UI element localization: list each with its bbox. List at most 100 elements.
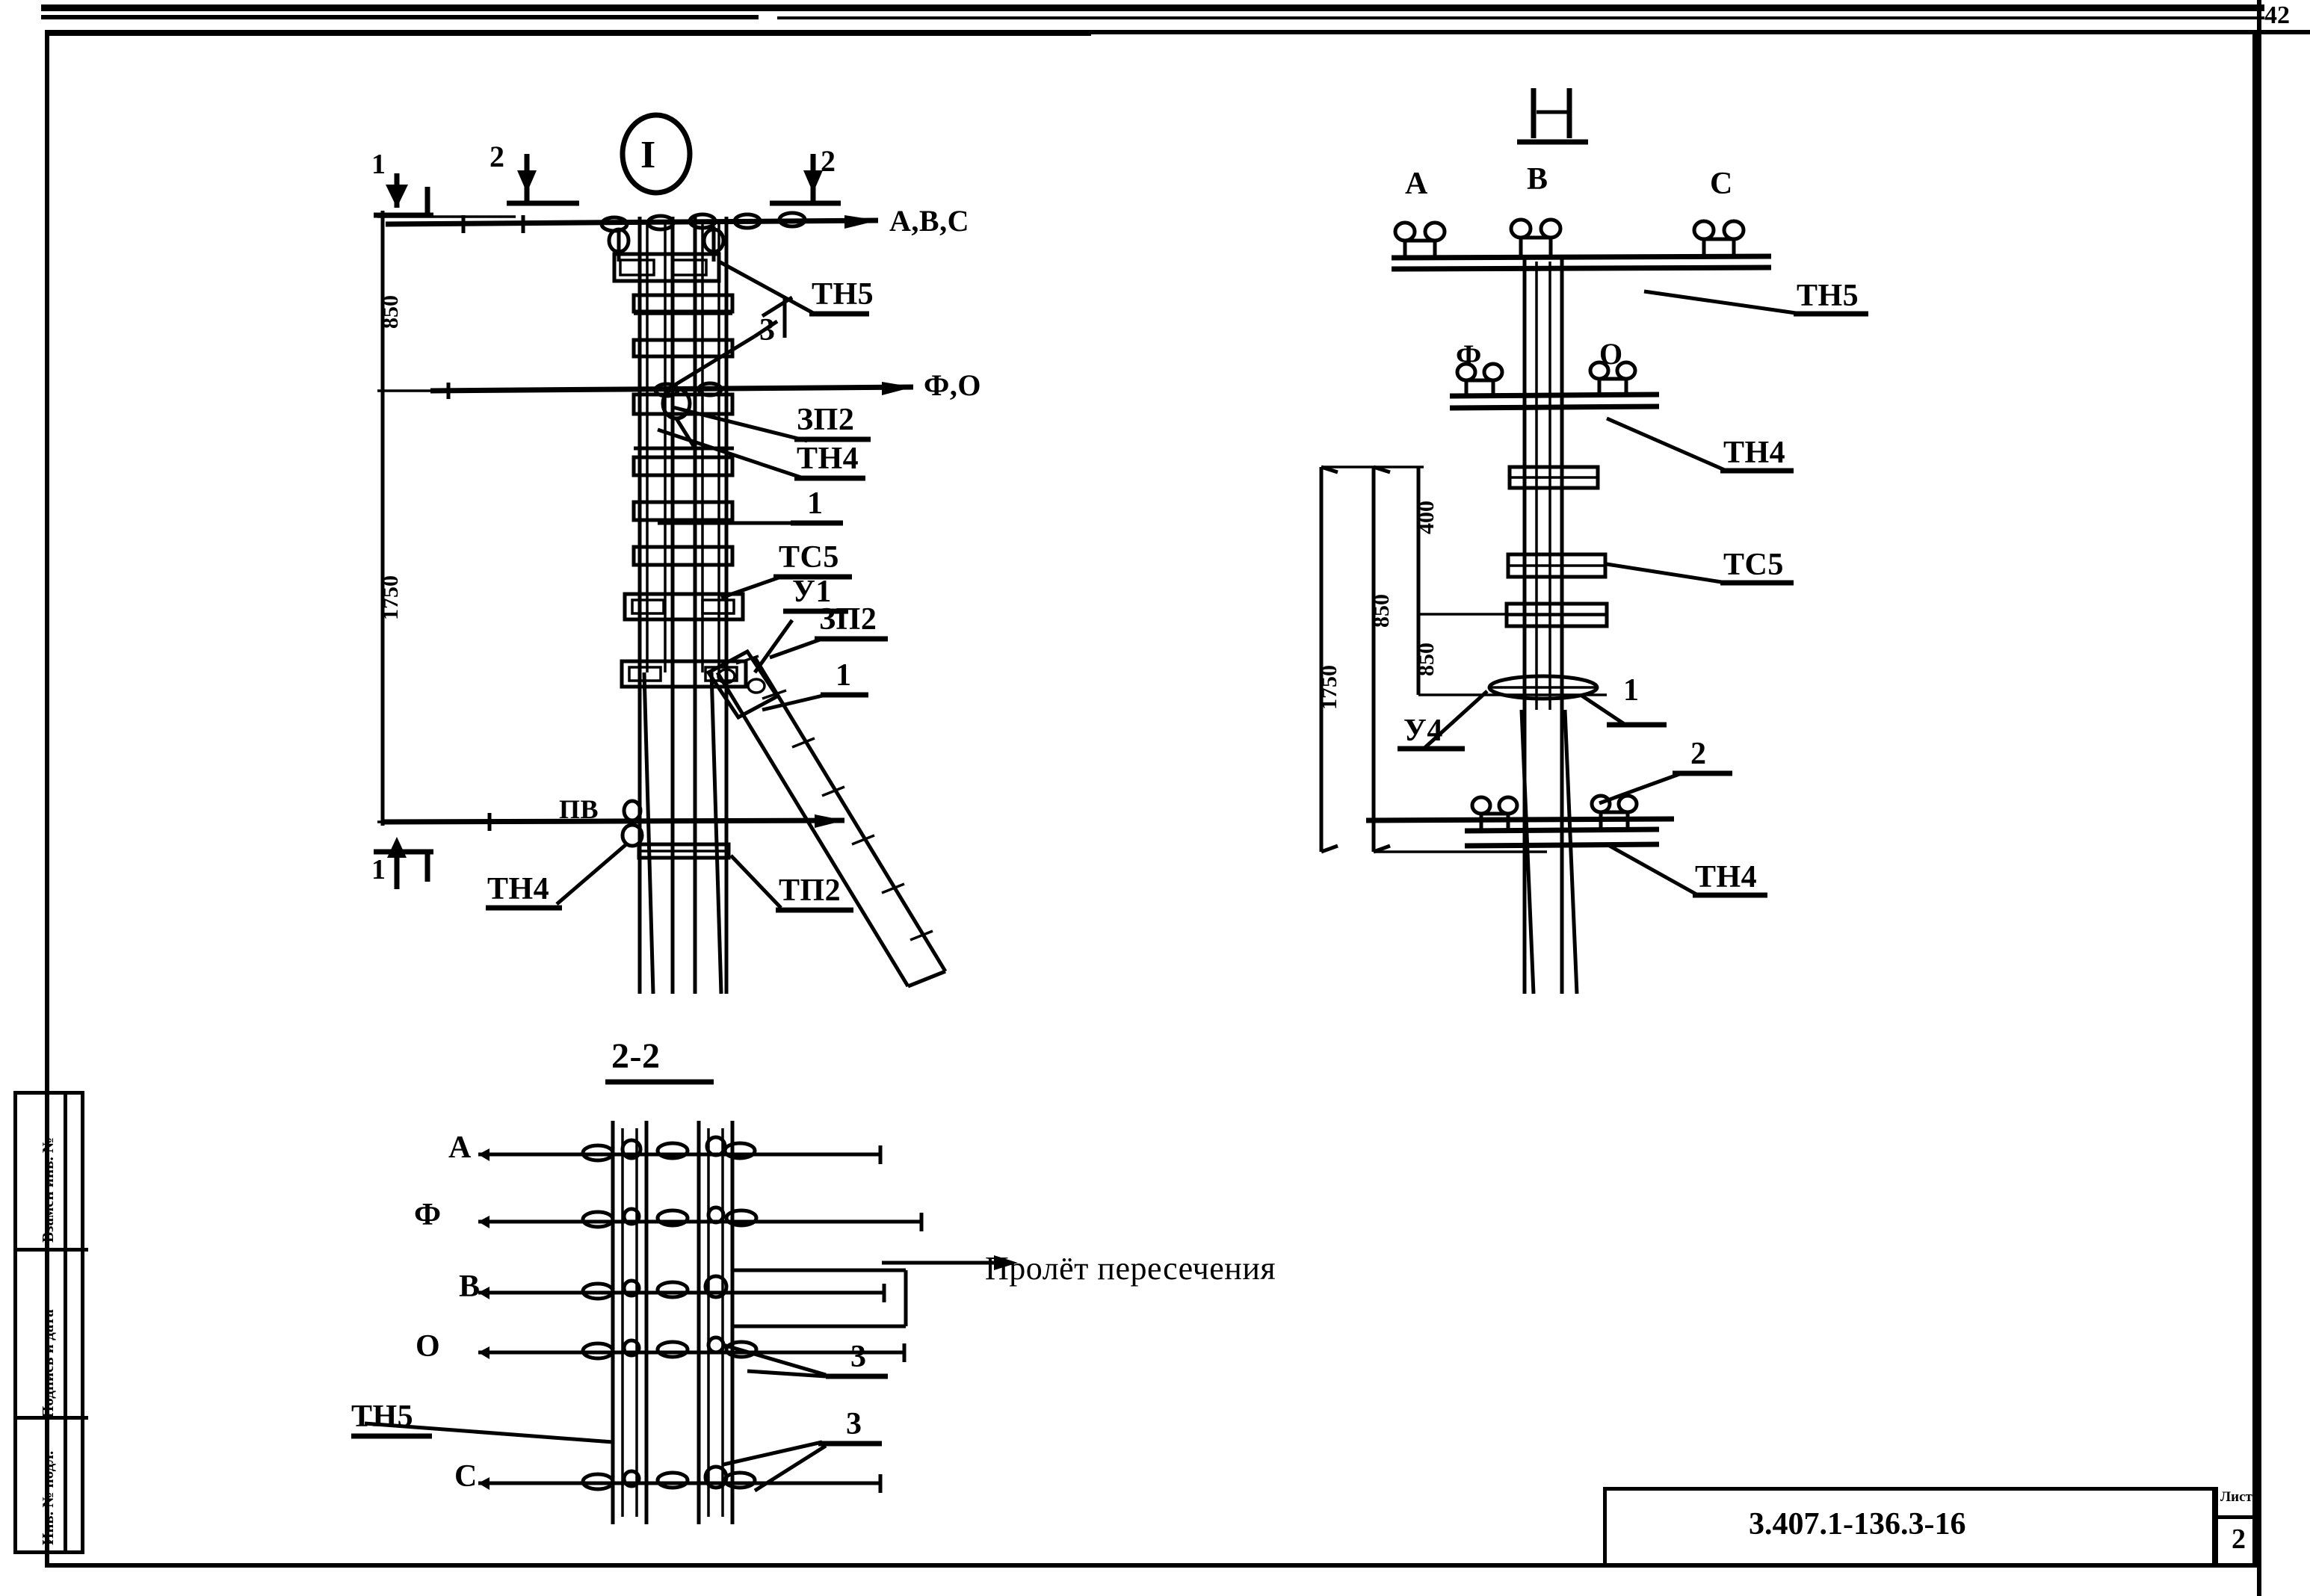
strip-cell-vzamen bbox=[17, 1095, 88, 1252]
section-mark-1-bottom bbox=[374, 837, 433, 889]
s11-leader-tn4-bottom bbox=[1605, 842, 1699, 897]
s11-dim-850-inner: 850 bbox=[1414, 643, 1439, 676]
strut-fitting bbox=[705, 649, 780, 720]
main-dim-lower: 1750 bbox=[378, 575, 403, 620]
s11-bottom-insulators bbox=[1470, 794, 1639, 831]
s11-callout-u4: У4 bbox=[1403, 714, 1443, 748]
clamp-ts5 bbox=[623, 592, 745, 622]
s22-phase-o: О bbox=[416, 1329, 441, 1364]
s22-callout-3-lower: 3 bbox=[846, 1407, 862, 1441]
leader-zp2-upper bbox=[672, 405, 808, 443]
crossarm-pv bbox=[382, 817, 845, 825]
main-callout-1-lower: 1 bbox=[836, 658, 852, 693]
left-title-strip bbox=[13, 1091, 88, 1554]
sheet-top-rule-1 bbox=[41, 4, 2264, 11]
s11-leader-tn5 bbox=[1643, 289, 1802, 316]
s11-dim-400: 400 bbox=[1414, 501, 1439, 534]
s22-callout-3-upper: 3 bbox=[850, 1340, 867, 1374]
sheet-frame-top-notch bbox=[45, 30, 1091, 36]
view-i-title: I bbox=[640, 134, 656, 176]
s22-phase-c: С bbox=[454, 1459, 478, 1494]
s11-callout-tn4-upper: ТН4 bbox=[1723, 436, 1786, 470]
main-callout-zp2-upper: ЗП2 bbox=[797, 403, 855, 437]
s22-conductors bbox=[478, 1152, 923, 1485]
leader-zp2-lower bbox=[769, 637, 823, 660]
s11-callout-tn5: ТН5 bbox=[1797, 279, 1859, 313]
s11-callout-ts5: ТС5 bbox=[1723, 548, 1784, 582]
s22-leader-3-lower bbox=[723, 1440, 823, 1467]
view-i-circle bbox=[620, 112, 693, 196]
s11-callout-tn4-lower: ТН4 bbox=[1695, 860, 1758, 894]
top-bracket bbox=[607, 226, 726, 283]
leader-1-lower bbox=[762, 693, 827, 712]
main-mark-2-right: 2 bbox=[821, 144, 836, 178]
main-label-pv: ПВ bbox=[559, 794, 599, 824]
s11-phase-f: Ф bbox=[1456, 338, 1482, 372]
s11-phase-a: А bbox=[1405, 167, 1428, 201]
main-callout-tp2: ТП2 bbox=[779, 873, 841, 908]
s22-insulators bbox=[581, 1141, 759, 1491]
leader-tn4-upper bbox=[657, 427, 804, 480]
pv-insulators bbox=[620, 799, 644, 848]
sheet-label: Лист bbox=[2220, 1489, 2252, 1505]
s11-dim-1750: 1750 bbox=[1317, 665, 1341, 710]
main-callout-u1: У1 bbox=[792, 575, 832, 609]
s11-callout-1: 1 bbox=[1623, 673, 1640, 708]
section-2-2-title: 2-2 bbox=[611, 1036, 661, 1076]
s11-crossarm-top bbox=[1391, 253, 1772, 261]
title-block-divider bbox=[2214, 1487, 2218, 1568]
main-mark-2-left: 2 bbox=[490, 140, 505, 173]
main-callout-3-upper: 3 bbox=[759, 313, 776, 347]
leader-3 bbox=[667, 334, 756, 391]
s11-phase-b: В bbox=[1527, 162, 1548, 197]
leader-tn4-bottom bbox=[555, 843, 628, 906]
s11-phase-c: С bbox=[1710, 167, 1733, 201]
pole-bands-mid bbox=[631, 455, 735, 567]
s11-clamps bbox=[1487, 465, 1609, 701]
s22-leader-3-upper bbox=[723, 1343, 827, 1377]
leader-u1 bbox=[753, 619, 794, 674]
s22-phase-b: В bbox=[459, 1269, 481, 1304]
insulators-top bbox=[599, 211, 807, 233]
crossarm-top bbox=[385, 217, 879, 227]
leader-ts5 bbox=[720, 575, 782, 600]
s11-fo-insulators bbox=[1455, 360, 1637, 396]
main-callout-ts5: ТС5 bbox=[779, 540, 839, 575]
main-dim-upper: 850 bbox=[378, 295, 403, 329]
s11-top-insulators bbox=[1393, 217, 1746, 257]
main-callout-zp2-lower: ЗП2 bbox=[819, 602, 877, 637]
s11-crossarm-bottom bbox=[1365, 816, 1675, 823]
s22-leader-tn5 bbox=[364, 1421, 614, 1444]
main-phases-abc: А,В,С bbox=[889, 204, 969, 238]
section-mark-2-left bbox=[507, 154, 579, 206]
page-number-column bbox=[2257, 0, 2310, 1596]
main-callout-tn4-bottom: ТН4 bbox=[487, 872, 550, 906]
main-callout-tn5: ТН5 bbox=[812, 277, 874, 312]
s22-callout-tn5: ТН5 bbox=[351, 1399, 414, 1434]
s22-node-circles bbox=[620, 1135, 729, 1490]
strip-divider bbox=[64, 1095, 67, 1550]
section-1-1-title-marks bbox=[1517, 88, 1588, 145]
sheet-top-rule-3 bbox=[777, 16, 2264, 19]
s11-dim-850-outer: 850 bbox=[1369, 594, 1394, 628]
title-block bbox=[1603, 1487, 2216, 1568]
sheet-frame bbox=[45, 30, 2257, 1568]
leader-tn5 bbox=[717, 259, 816, 316]
page-number: 42 bbox=[2264, 1, 2290, 29]
s11-leader-2 bbox=[1599, 771, 1682, 805]
sheet-number: 2 bbox=[2232, 1524, 2246, 1555]
main-mark-1-bottom: 1 bbox=[371, 854, 386, 885]
page-number-box bbox=[2257, 0, 2310, 34]
s22-phase-a: А bbox=[448, 1130, 472, 1165]
main-callout-tn4-upper: ТН4 bbox=[797, 442, 859, 476]
s11-leader-ts5 bbox=[1606, 562, 1727, 585]
s11-phase-o: О bbox=[1599, 337, 1623, 371]
s22-note-text: Пролёт пересечения bbox=[985, 1250, 1276, 1287]
s11-leader-1 bbox=[1579, 693, 1627, 727]
main-mark-1-left: 1 bbox=[371, 149, 386, 180]
pole-bands-upper bbox=[631, 293, 735, 359]
drawing-number: 3.407.1-136.3-16 bbox=[1749, 1507, 1966, 1541]
s11-leader-u4 bbox=[1422, 690, 1489, 750]
